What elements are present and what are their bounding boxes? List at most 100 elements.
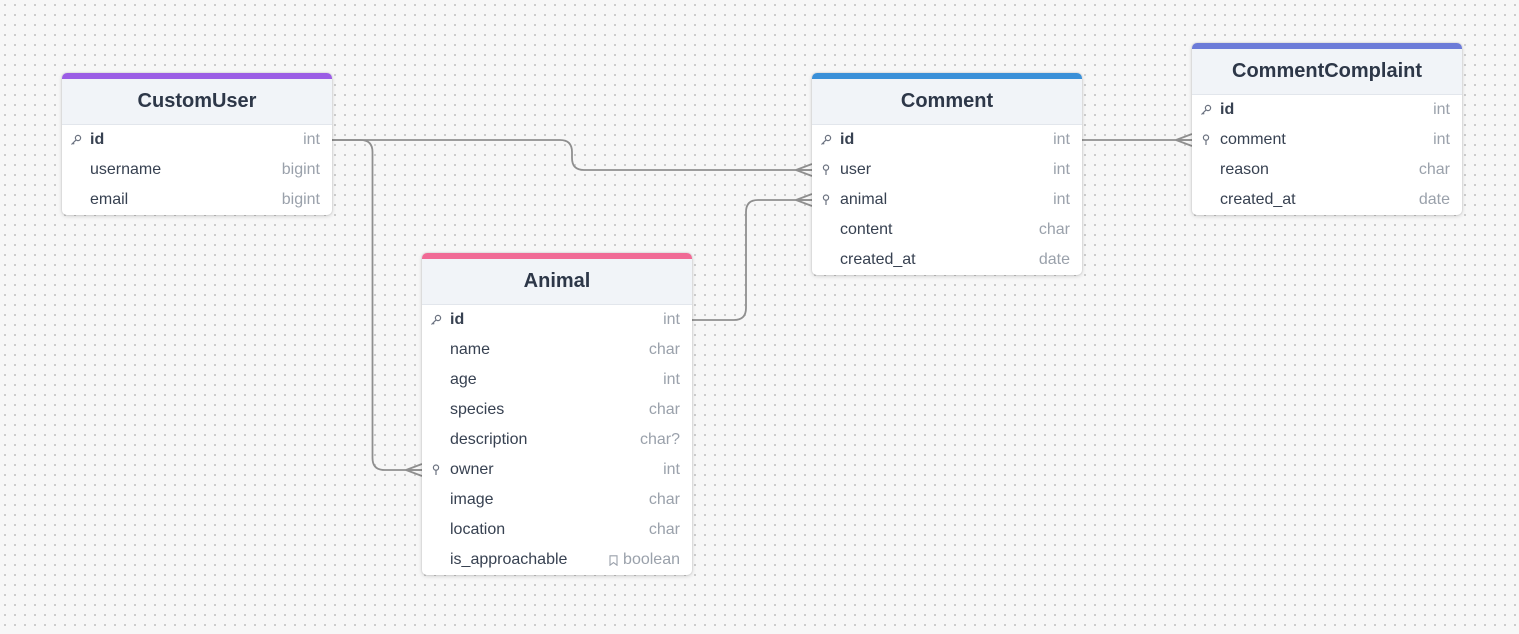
relation-line[interactable] bbox=[332, 139, 812, 171]
field-type: bigint bbox=[281, 191, 320, 208]
field-row-id[interactable]: id int bbox=[812, 125, 1082, 155]
field-row-is-approachable[interactable]: is_approachable boolean bbox=[422, 545, 692, 575]
field-type: int bbox=[1053, 131, 1070, 148]
field-name: user bbox=[840, 161, 872, 178]
field-row-id[interactable]: id int bbox=[422, 305, 692, 335]
field-type: char? bbox=[639, 431, 680, 448]
table-title[interactable]: CustomUser bbox=[62, 79, 332, 125]
table-title[interactable]: Animal bbox=[422, 259, 692, 305]
field-row-species[interactable]: species char bbox=[422, 395, 692, 425]
primary-key-icon bbox=[62, 134, 90, 146]
field-type-wrap: int bbox=[1433, 131, 1462, 149]
field-type-wrap: int bbox=[1053, 131, 1082, 149]
field-type: char bbox=[648, 491, 680, 508]
crows-foot-many-marker bbox=[405, 463, 423, 477]
table-accent-bar bbox=[1192, 43, 1462, 49]
foreign-key-icon bbox=[1192, 134, 1220, 146]
field-type-wrap: int bbox=[663, 311, 692, 329]
field-type: int bbox=[303, 131, 320, 148]
field-type: int bbox=[1433, 131, 1450, 148]
field-row-age[interactable]: age int bbox=[422, 365, 692, 395]
field-type: char bbox=[648, 401, 680, 418]
table-animal[interactable]: Animal id int name char age int species char des… bbox=[422, 253, 692, 575]
field-type: date bbox=[1418, 191, 1450, 208]
relation-line[interactable] bbox=[332, 139, 422, 471]
field-type-wrap: char bbox=[649, 401, 692, 419]
field-name: is_approachable bbox=[450, 551, 568, 568]
field-type-wrap: int bbox=[663, 461, 692, 479]
field-name: created_at bbox=[840, 251, 916, 268]
field-row-animal[interactable]: animal int bbox=[812, 185, 1082, 215]
field-type-wrap: boolean bbox=[609, 551, 692, 569]
field-name: age bbox=[450, 371, 477, 388]
field-type-wrap: int bbox=[663, 371, 692, 389]
field-row-image[interactable]: image char bbox=[422, 485, 692, 515]
field-type-wrap: int bbox=[1053, 191, 1082, 209]
field-row-reason[interactable]: reason char bbox=[1192, 155, 1462, 185]
field-row-user[interactable]: user int bbox=[812, 155, 1082, 185]
table-commentcomplaint[interactable]: CommentComplaint id int comment int reason ch… bbox=[1192, 43, 1462, 215]
field-name: email bbox=[90, 191, 129, 208]
table-title[interactable]: Comment bbox=[812, 79, 1082, 125]
bookmark-icon bbox=[609, 554, 618, 566]
table-title[interactable]: CommentComplaint bbox=[1192, 49, 1462, 95]
foreign-key-icon bbox=[812, 164, 840, 176]
crows-foot-many-marker bbox=[795, 193, 813, 207]
field-type-wrap: date bbox=[1419, 191, 1462, 209]
field-type: int bbox=[1053, 191, 1070, 208]
field-name: id bbox=[840, 131, 855, 148]
field-name: created_at bbox=[1220, 191, 1296, 208]
field-row-comment[interactable]: comment int bbox=[1192, 125, 1462, 155]
field-name: username bbox=[90, 161, 162, 178]
field-type: int bbox=[1053, 161, 1070, 178]
field-row-location[interactable]: location char bbox=[422, 515, 692, 545]
field-type-wrap: char bbox=[649, 521, 692, 539]
field-name: name bbox=[450, 341, 491, 358]
field-row-owner[interactable]: owner int bbox=[422, 455, 692, 485]
field-row-created-at[interactable]: created_at date bbox=[1192, 185, 1462, 215]
primary-key-icon bbox=[1192, 104, 1220, 116]
field-type: char bbox=[1038, 221, 1070, 238]
field-type: bigint bbox=[281, 161, 320, 178]
field-type: boolean bbox=[623, 551, 680, 568]
field-type: int bbox=[663, 311, 680, 328]
field-type-wrap: char? bbox=[640, 431, 692, 449]
field-name: animal bbox=[840, 191, 888, 208]
field-name: id bbox=[1220, 101, 1235, 118]
field-type: char bbox=[1418, 161, 1450, 178]
field-row-username[interactable]: username bigint bbox=[62, 155, 332, 185]
crows-foot-many-marker bbox=[1175, 133, 1193, 147]
field-name: owner bbox=[450, 461, 494, 478]
field-row-email[interactable]: email bigint bbox=[62, 185, 332, 215]
crows-foot-many-marker bbox=[795, 163, 813, 177]
field-name: location bbox=[450, 521, 506, 538]
field-row-name[interactable]: name char bbox=[422, 335, 692, 365]
relation-line[interactable] bbox=[692, 199, 812, 321]
table-accent-bar bbox=[812, 73, 1082, 79]
field-type-wrap: int bbox=[1053, 161, 1082, 179]
field-row-created-at[interactable]: created_at date bbox=[812, 245, 1082, 275]
field-name: comment bbox=[1220, 131, 1286, 148]
field-name: id bbox=[450, 311, 465, 328]
field-type: int bbox=[663, 461, 680, 478]
field-name: species bbox=[450, 401, 505, 418]
primary-key-icon bbox=[812, 134, 840, 146]
field-type-wrap: bigint bbox=[282, 161, 332, 179]
field-type: date bbox=[1038, 251, 1070, 268]
field-type-wrap: char bbox=[1419, 161, 1462, 179]
field-row-id[interactable]: id int bbox=[1192, 95, 1462, 125]
field-type: int bbox=[663, 371, 680, 388]
field-type: int bbox=[1433, 101, 1450, 118]
field-type-wrap: int bbox=[303, 131, 332, 149]
field-name: reason bbox=[1220, 161, 1269, 178]
table-accent-bar bbox=[62, 73, 332, 79]
field-name: image bbox=[450, 491, 494, 508]
field-type-wrap: char bbox=[649, 341, 692, 359]
field-type-wrap: char bbox=[1039, 221, 1082, 239]
